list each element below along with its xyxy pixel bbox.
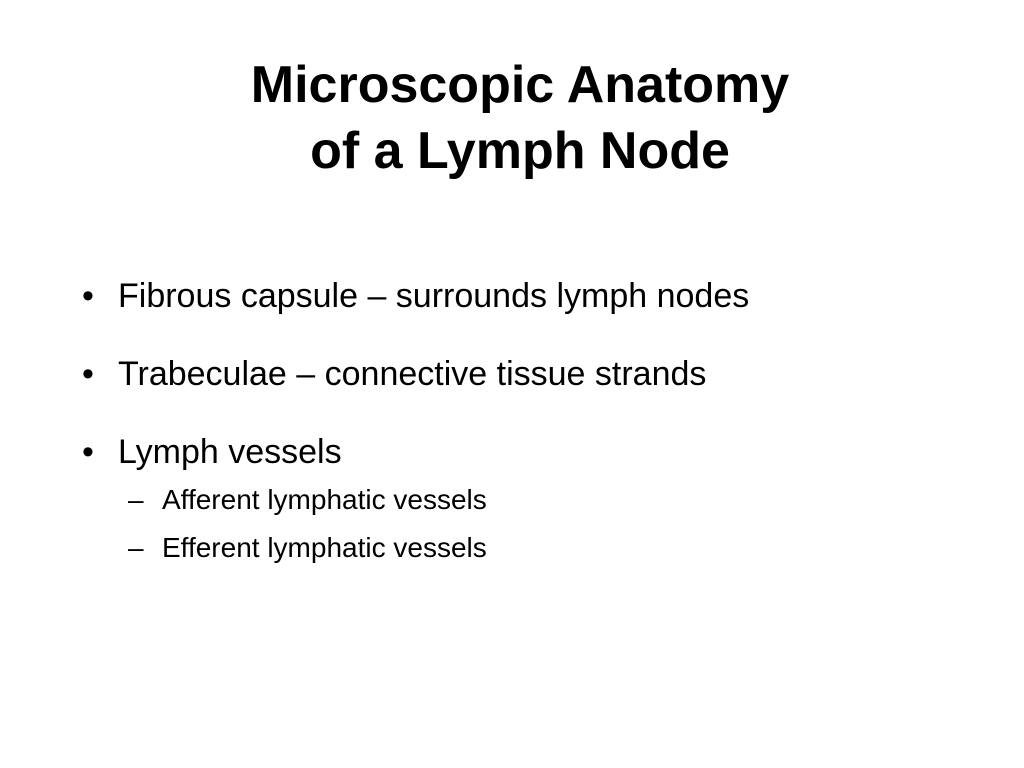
title-line-1: Microscopic Anatomy	[250, 56, 790, 114]
slide-title: Microscopic Anatomy of a Lymph Node	[0, 52, 1024, 184]
sub-bullet-item: – Afferent lymphatic vessels	[118, 476, 978, 524]
sub-bullet-text: Afferent lymphatic vessels	[162, 484, 487, 515]
bullet-marker: •	[82, 277, 94, 315]
bullet-text: Fibrous capsule – surrounds lymph nodes	[118, 277, 750, 315]
bullet-marker: •	[82, 433, 94, 471]
bullet-item: • Lymph vessels – Afferent lymphatic ves…	[78, 428, 978, 572]
sub-bullet-item: – Efferent lymphatic vessels	[118, 524, 978, 572]
bullet-item: • Trabeculae – connective tissue strands	[78, 350, 978, 398]
bullet-list: • Fibrous capsule – surrounds lymph node…	[78, 272, 978, 572]
title-line-2: of a Lymph Node	[310, 122, 730, 180]
sub-bullet-text: Efferent lymphatic vessels	[162, 532, 487, 563]
bullet-text: Trabeculae – connective tissue strands	[118, 355, 707, 393]
sub-bullet-marker: –	[128, 532, 144, 563]
bullet-item: • Fibrous capsule – surrounds lymph node…	[78, 272, 978, 320]
sub-bullet-marker: –	[128, 484, 144, 515]
sub-bullet-list: – Afferent lymphatic vessels – Efferent …	[118, 476, 978, 572]
bullet-marker: •	[82, 355, 94, 393]
bullet-text: Lymph vessels	[118, 433, 342, 471]
